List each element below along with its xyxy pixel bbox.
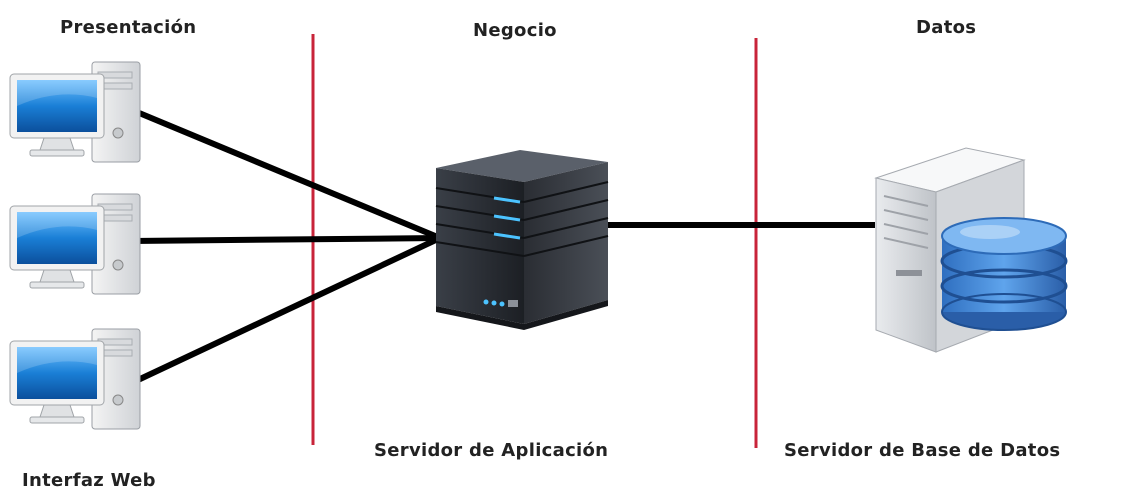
- desktop-computer-icon: [9, 193, 141, 295]
- connector-client1: [130, 107, 442, 241]
- caption-web-interface: Interfaz Web: [22, 470, 156, 491]
- tier-label-presentation: Presentación: [60, 17, 197, 38]
- connector-client3: [136, 235, 442, 383]
- application-server-icon: [435, 150, 609, 330]
- caption-db-server: Servidor de Base de Datos: [784, 440, 1061, 461]
- database-server-icon: [874, 147, 1068, 353]
- tier-label-data: Datos: [916, 17, 977, 38]
- caption-app-server: Servidor de Aplicación: [374, 440, 609, 461]
- desktop-computer-icon: [9, 328, 141, 430]
- tier-label-business: Negocio: [473, 20, 557, 41]
- desktop-computer-icon: [9, 61, 141, 163]
- connector-client2: [131, 235, 441, 244]
